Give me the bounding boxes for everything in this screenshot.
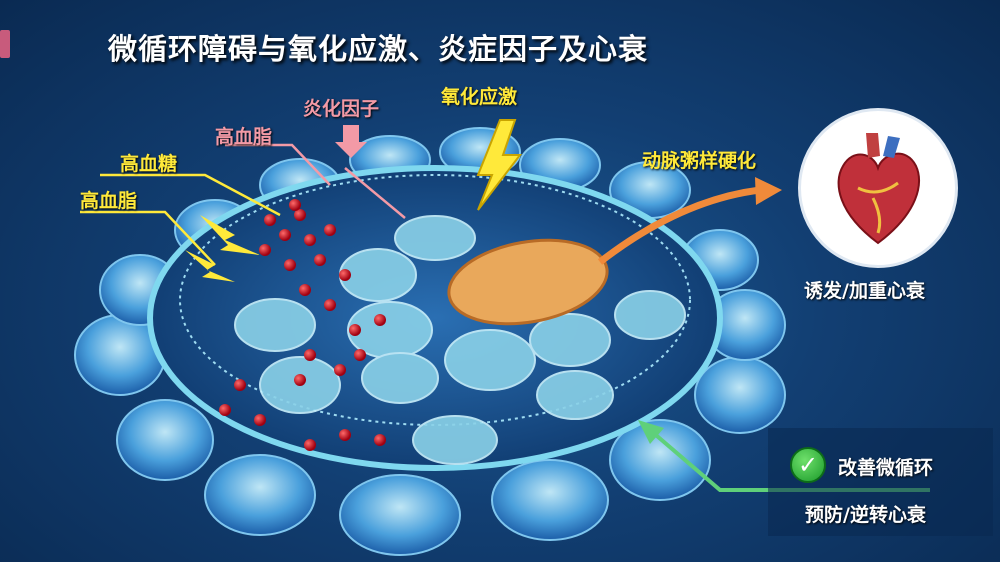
checkmark-icon: ✓ [790, 447, 826, 483]
label-atherosclerosis: 动脉粥样硬化 [642, 150, 757, 172]
label-hyperglycemia: 高血糖 [120, 153, 178, 175]
label-inflammatory-factor: 炎化因子 [303, 98, 380, 120]
heart-icon [837, 133, 920, 245]
page-title: 微循环障碍与氧化应激、炎症因子及心衰 [108, 32, 649, 66]
down-arrow-icon [335, 125, 367, 158]
label-oxidative-stress: 氧化应激 [441, 86, 518, 108]
lightning-icon [200, 215, 260, 255]
plaque [447, 238, 609, 326]
lightning-icon [185, 250, 235, 282]
title-accent-bar [0, 30, 10, 58]
label-hyperlipidemia-pink: 高血脂 [215, 126, 273, 148]
orange-arrow [597, 186, 761, 265]
pointer-lines [80, 143, 406, 266]
inner-cells [234, 215, 686, 465]
heart-image [798, 108, 958, 268]
lightning-icon [476, 119, 523, 211]
label-heart-failure: 诱发/加重心衰 [804, 280, 925, 302]
label-prevent-reverse: 预防/逆转心衰 [805, 504, 926, 526]
label-improve-microcirculation: 改善微循环 [838, 457, 934, 479]
label-hyperlipidemia-yellow: 高血脂 [80, 190, 138, 212]
red-blood-cells [219, 199, 386, 451]
